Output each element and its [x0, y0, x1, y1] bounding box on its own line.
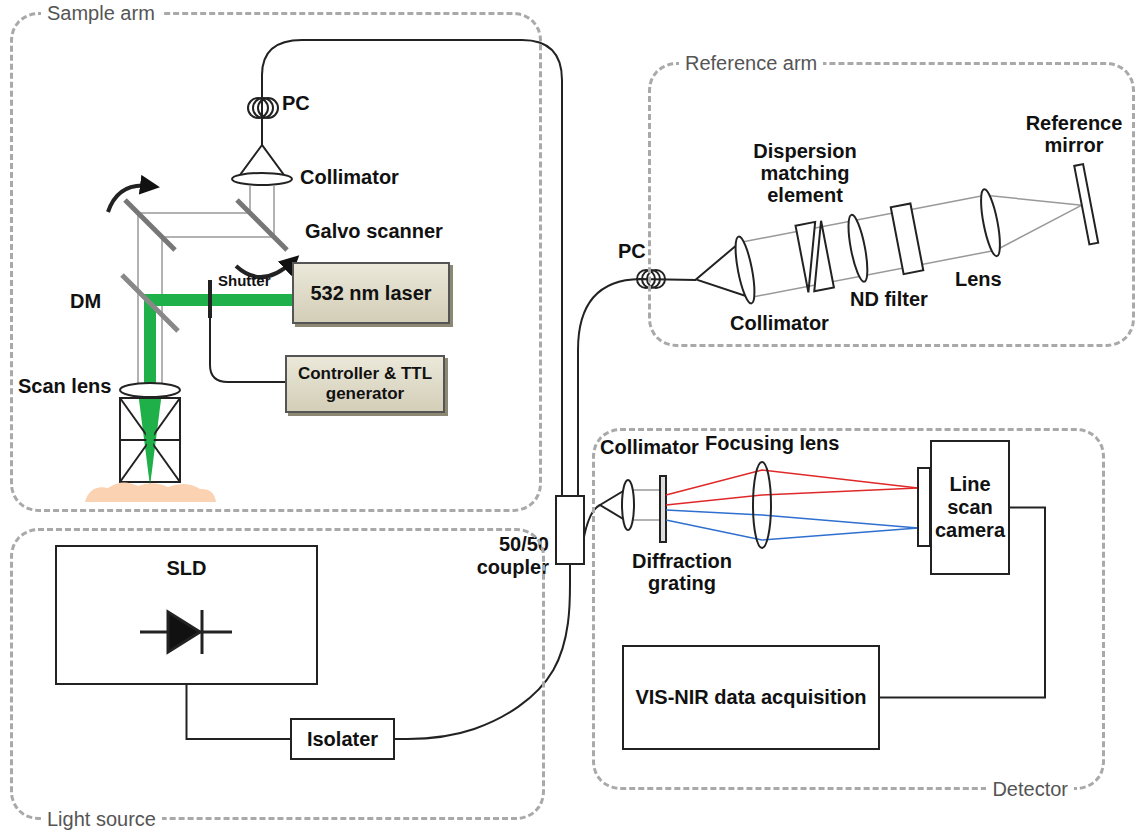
part-label-text: Lens [955, 268, 1002, 290]
part-label-text: Collimator [300, 166, 399, 188]
sld-box: SLD [55, 545, 318, 685]
part-label: Reference mirror [1020, 112, 1128, 156]
part-label: Collimator [600, 436, 699, 458]
part-label-text: DM [70, 290, 101, 312]
part-label-text: Shutter [218, 272, 271, 289]
green-beam [150, 294, 292, 306]
camera-box: Line scan camera [930, 440, 1010, 575]
group-heading: Reference arm [679, 51, 823, 75]
galvo-mirror [237, 200, 287, 250]
part-label: Lens [955, 268, 1002, 290]
blue-rays [666, 510, 918, 540]
box-label: Line scan camera [935, 473, 1005, 542]
part-label-text: Reference mirror [1026, 112, 1123, 156]
part-label: Diffraction grating [622, 550, 742, 594]
lens [845, 214, 872, 283]
part-label: PC [282, 92, 310, 114]
part-label-text: Focusing lens [705, 432, 839, 454]
isolator-box: Isolater [290, 718, 395, 760]
box-label: SLD [167, 557, 207, 580]
part-label-text: Dispersion matching element [753, 140, 856, 206]
part-label: DM [70, 290, 101, 312]
part-label-text: ND filter [850, 288, 928, 310]
controller-box: Controller & TTL generator [285, 355, 445, 413]
sample [85, 482, 216, 502]
laser-box: 532 nm laser [292, 262, 450, 324]
part-label-text: Collimator [600, 436, 699, 458]
fiber [578, 279, 696, 495]
fiber-coupler: 50/50 coupler [555, 495, 585, 565]
rotation-arrow [108, 186, 150, 212]
part-label-text: PC [282, 92, 310, 114]
lens [732, 235, 759, 304]
nd-filter [891, 204, 923, 275]
shutter [208, 280, 212, 318]
diffraction-grating [660, 476, 666, 542]
part-label: ND filter [850, 288, 928, 310]
scan-lens [120, 383, 180, 397]
box-label: 50/50 coupler [453, 533, 549, 579]
reference-mirror [1074, 164, 1098, 244]
light-source-group: Light sourceSLDIsolater [10, 528, 545, 820]
part-label: PC [618, 240, 646, 262]
part-label-text: Diffraction grating [632, 550, 732, 594]
part-label: Collimator [300, 166, 399, 188]
part-label: Focusing lens [705, 432, 839, 454]
detector-group: DetectorLine scan cameraVIS-NIR data acq… [592, 428, 1105, 790]
group-heading: Sample arm [41, 1, 161, 25]
galvo-mirror [125, 200, 175, 250]
acquisition-box: VIS-NIR data acquisition [622, 645, 880, 750]
part-label: Scan lens [18, 375, 111, 397]
part-label: Collimator [730, 312, 829, 334]
sample-arm-group: Sample arm532 nm laserController & TTL g… [10, 12, 542, 512]
group-heading: Detector [986, 777, 1074, 801]
box-label: Controller & TTL generator [293, 364, 437, 403]
shutter-wire [210, 318, 285, 382]
diode-symbol [140, 610, 232, 654]
collimator [240, 145, 284, 175]
focusing-lens [753, 462, 771, 548]
lens [977, 188, 1004, 257]
fiber-connector [187, 685, 291, 739]
group-heading: Light source [41, 807, 162, 831]
camera-sensor [918, 468, 930, 546]
part-label: Dispersion matching element [740, 140, 870, 206]
part-label: Galvo scanner [305, 220, 443, 242]
red-rays [666, 470, 918, 505]
part-label-text: Galvo scanner [305, 220, 443, 242]
dichroic-mirror [122, 275, 178, 331]
fiber [262, 40, 562, 495]
part-label-text: PC [618, 240, 646, 262]
part-label-text: Scan lens [18, 375, 111, 397]
box-label: Isolater [307, 728, 378, 751]
box-label: 532 nm laser [310, 282, 431, 305]
box-label: VIS-NIR data acquisition [635, 686, 866, 709]
part-label-text: Collimator [730, 312, 829, 334]
part-label: Shutter [218, 270, 271, 292]
